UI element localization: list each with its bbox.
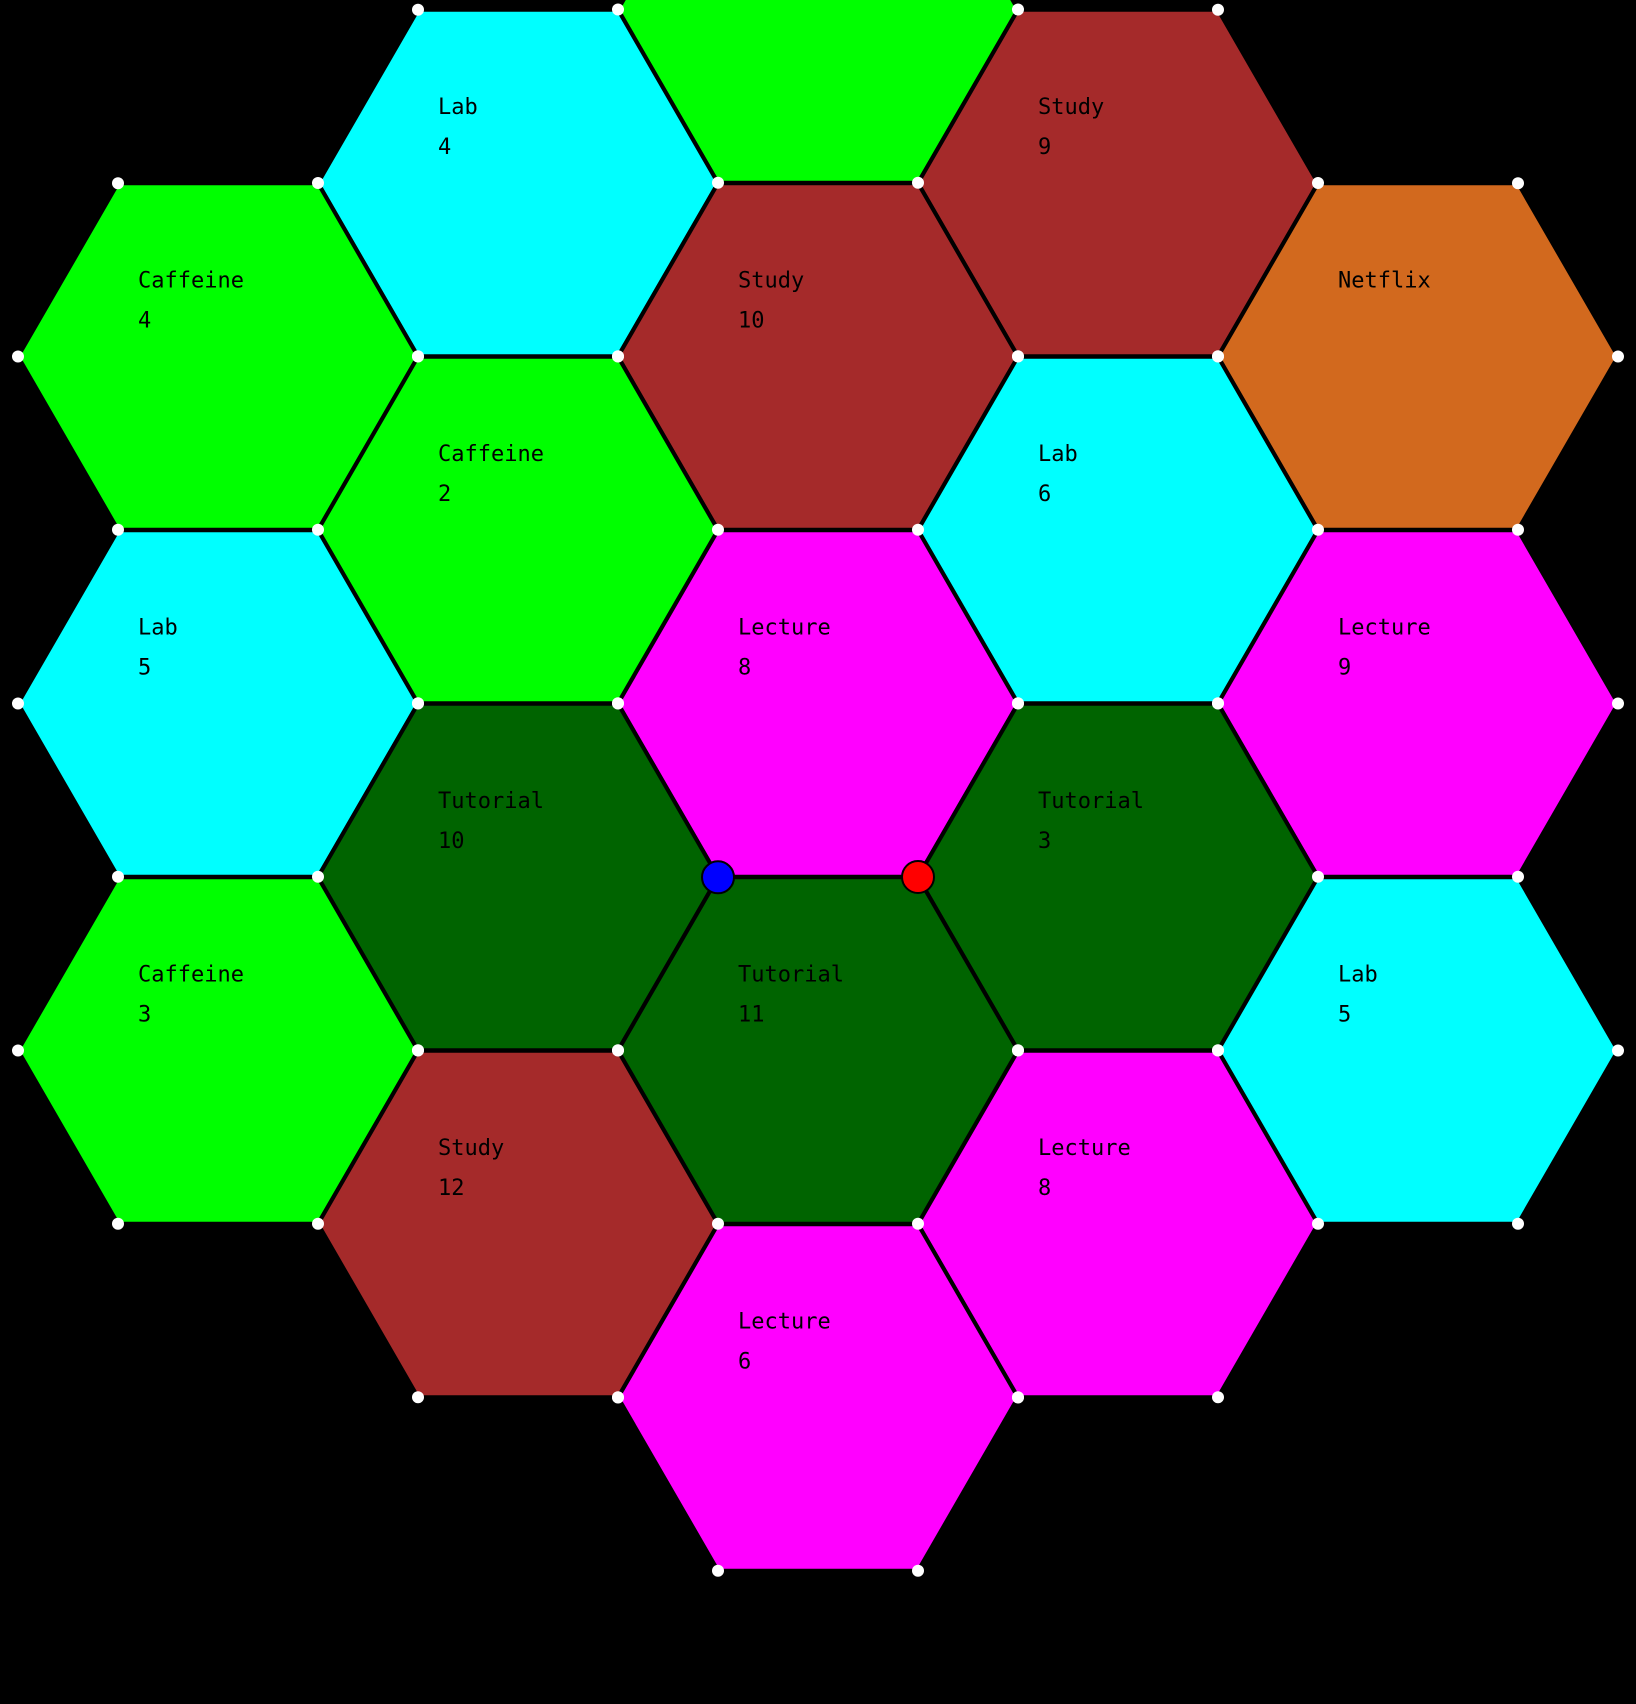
vertex-dot[interactable] [12,697,24,710]
vertex-dot[interactable] [412,350,424,363]
tile-number-label: 5 [138,656,151,681]
tile-resource-label: Study [1038,95,1104,120]
tile-number-label: 3 [1038,829,1051,854]
vertex-dot[interactable] [1012,3,1024,16]
tile-resource-label: Lab [1338,963,1378,988]
vertex-dot[interactable] [712,523,724,536]
vertex-layer [12,3,1624,1577]
vertex-dot[interactable] [712,1217,724,1230]
tile-resource-label: Lecture [738,1310,831,1335]
vertex-dot[interactable] [612,697,624,710]
vertex-dot[interactable] [1612,350,1624,363]
vertex-dot[interactable] [1612,697,1624,710]
vertex-dot[interactable] [1012,1391,1024,1404]
tile-number-label: 6 [738,1350,751,1375]
vertex-dot[interactable] [1312,177,1324,189]
vertex-dot[interactable] [912,1217,924,1230]
tile-resource-label: Lab [138,616,178,641]
vertex-dot[interactable] [1512,1217,1524,1230]
vertex-dot[interactable] [1512,523,1524,536]
tile-resource-label: Tutorial [1038,789,1144,814]
tile-resource-label: Tutorial [438,789,544,814]
vertex-dot[interactable] [1612,1044,1624,1057]
vertex-dot[interactable] [412,697,424,710]
vertex-dot[interactable] [1212,3,1224,16]
tile-number-label: 6 [1038,482,1051,507]
vertex-dot[interactable] [1212,1044,1224,1057]
tiles-layer: Caffeine3Lab4Study9Caffeine4Study10Netfl… [15,0,1621,1573]
vertex-dot[interactable] [312,1217,324,1230]
vertex-dot[interactable] [1012,350,1024,363]
tile-number-label: 10 [438,829,465,854]
tile-number-label: 4 [138,309,151,334]
vertex-dot[interactable] [112,523,124,536]
tile-number-label: 2 [438,482,451,507]
vertex-dot[interactable] [312,870,324,883]
vertex-dot[interactable] [1312,870,1324,883]
vertex-dot[interactable] [612,1391,624,1404]
tile-resource-label: Caffeine [438,442,544,467]
vertex-dot[interactable] [912,523,924,536]
vertex-dot[interactable] [1012,697,1024,710]
tile-number-label: 9 [1038,135,1051,160]
tile-resource-label: Caffeine [138,963,244,988]
blue-player-piece[interactable] [701,860,735,895]
tile-resource-label: Tutorial [738,963,844,988]
vertex-dot[interactable] [312,177,324,189]
vertex-dot[interactable] [1512,177,1524,190]
red-player-piece[interactable] [901,860,935,894]
vertex-dot[interactable] [712,1564,724,1577]
vertex-dot[interactable] [712,176,724,189]
tile-number-label: 9 [1338,656,1351,681]
vertex-dot[interactable] [412,3,424,16]
vertex-dot[interactable] [12,350,24,363]
tile-number-label: 8 [1038,1176,1051,1201]
tile-number-label: 5 [1338,1003,1351,1028]
tile-resource-label: Lab [438,95,478,120]
vertex-dot[interactable] [1512,870,1524,883]
vertex-dot[interactable] [12,1044,24,1057]
vertex-dot[interactable] [412,1044,424,1057]
tile-number-label: 3 [138,1003,151,1028]
tile-number-label: 8 [738,656,751,681]
tile-resource-label: Lab [1038,442,1078,467]
tile-resource-label: Study [738,269,804,294]
vertex-dot[interactable] [1212,697,1224,710]
vertex-dot[interactable] [1312,523,1324,536]
tile-number-label: 4 [438,135,451,160]
vertex-dot[interactable] [112,177,124,190]
tile-resource-label: Lecture [1038,1136,1131,1161]
vertex-dot[interactable] [912,1564,924,1577]
tile-lecture-6[interactable]: Lecture 6 [615,1222,1021,1573]
tile-number-label: 10 [738,309,765,334]
vertex-dot[interactable] [112,1217,124,1230]
tile-number-label: 11 [738,1003,765,1028]
vertex-dot[interactable] [612,1044,624,1057]
tile-resource-label: Lecture [1338,616,1431,641]
vertex-dot[interactable] [612,3,624,16]
tile-resource-label: Netflix [1338,269,1431,294]
vertex-dot[interactable] [412,1391,424,1404]
tile-number-label: 12 [438,1176,465,1201]
vertex-dot[interactable] [312,523,324,536]
tile-resource-label: Caffeine [138,269,244,294]
vertex-dot[interactable] [1212,1391,1224,1404]
vertex-dot[interactable] [912,176,924,189]
vertex-dot[interactable] [612,350,624,363]
vertex-dot[interactable] [1312,1217,1324,1230]
pieces-layer [701,860,935,895]
tile-resource-label: Lecture [738,616,831,641]
tile-resource-label: Study [438,1136,504,1161]
vertex-dot[interactable] [1212,350,1224,363]
vertex-dot[interactable] [112,870,124,883]
vertex-dot[interactable] [1012,1044,1024,1057]
